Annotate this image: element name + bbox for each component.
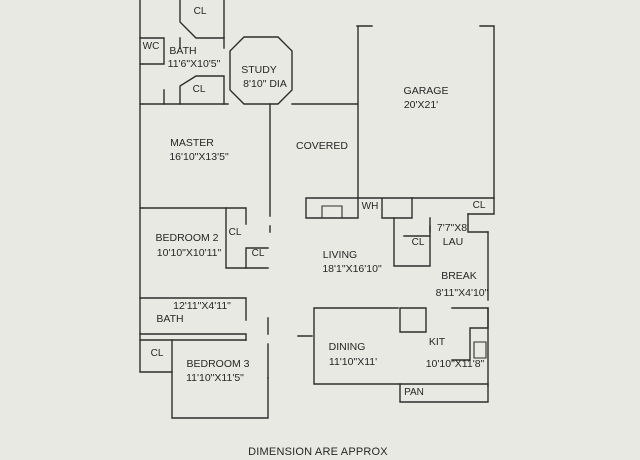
laundry-name: LAU — [442, 236, 464, 248]
closet-bed2-b-label: CL — [251, 248, 265, 259]
kitchen-range — [473, 341, 487, 359]
hall-bath-wall — [139, 297, 269, 341]
closet-bed3-label: CL — [150, 348, 164, 359]
kit-dims: 10'10"X11'8" — [425, 358, 485, 370]
bedroom2-top-wall — [139, 207, 247, 225]
garage-left-wall — [356, 25, 373, 199]
kit-name: KIT — [428, 336, 446, 348]
kitchen-island — [451, 307, 489, 361]
bath-top-dims: 11'6"X10'5" — [167, 58, 221, 70]
laundry-wall — [393, 217, 431, 267]
laundry-right-wall — [429, 213, 489, 233]
covered-label: COVERED — [296, 140, 348, 152]
kitchen-counter — [399, 307, 427, 333]
study-name: STUDY — [241, 64, 277, 76]
wh-label: WH — [361, 201, 379, 212]
left-wing-outer-wall — [139, 0, 269, 419]
hall-bath-name: BATH — [156, 313, 184, 325]
dining-name: DINING — [328, 341, 366, 353]
bath-closet-wall — [163, 75, 225, 105]
top-closet-wall — [179, 0, 225, 39]
dining-wall — [297, 307, 401, 385]
garage-bottom-wall — [411, 197, 495, 215]
dimension-note: DIMENSION ARE APPROX — [248, 446, 388, 458]
pantry-label: PAN — [404, 387, 424, 398]
break-dims: 8'11"X4'10" — [435, 287, 489, 299]
dining-dims: 11'10"X11' — [328, 356, 378, 368]
wc-wall — [139, 37, 165, 65]
garage-right-wall — [479, 25, 495, 199]
bedroom3-name: BEDROOM 3 — [186, 358, 250, 370]
closet-laundry-label: CL — [411, 237, 425, 248]
laundry-dims: 7'7"X8' — [436, 222, 470, 234]
closet-garage-label: CL — [472, 200, 486, 211]
living-dims: 18'1"X16'10" — [322, 263, 382, 275]
closet-bath-label: CL — [192, 84, 206, 95]
bath-top-name: BATH — [169, 45, 197, 57]
closet-top-label: CL — [193, 6, 207, 17]
wh-wall — [357, 197, 413, 219]
wc-label: WC — [142, 41, 160, 52]
garage-dims: 20'X21' — [403, 99, 439, 111]
bath-right-wall — [179, 37, 225, 49]
break-name: BREAK — [441, 270, 477, 282]
hall-bath-dims: 12'11"X4'11" — [173, 300, 231, 312]
garage-name: GARAGE — [403, 85, 449, 97]
master-name: MASTER — [170, 137, 214, 149]
living-name: LIVING — [322, 249, 358, 261]
bedroom3-dims: 11'10"X11'5" — [186, 372, 244, 384]
study-octagon — [229, 36, 293, 105]
fireplace-hearth — [321, 205, 343, 218]
pantry-wall — [399, 383, 489, 403]
closet-bed2-a-label: CL — [228, 227, 242, 238]
master-dims: 16'10"X13'5" — [169, 151, 229, 163]
bedroom2-name: BEDROOM 2 — [155, 232, 219, 244]
bedroom2-dims: 10'10"X10'11" — [156, 247, 222, 259]
fireplace-outline — [305, 197, 359, 219]
study-dims: 8'10" DIA — [243, 78, 287, 90]
